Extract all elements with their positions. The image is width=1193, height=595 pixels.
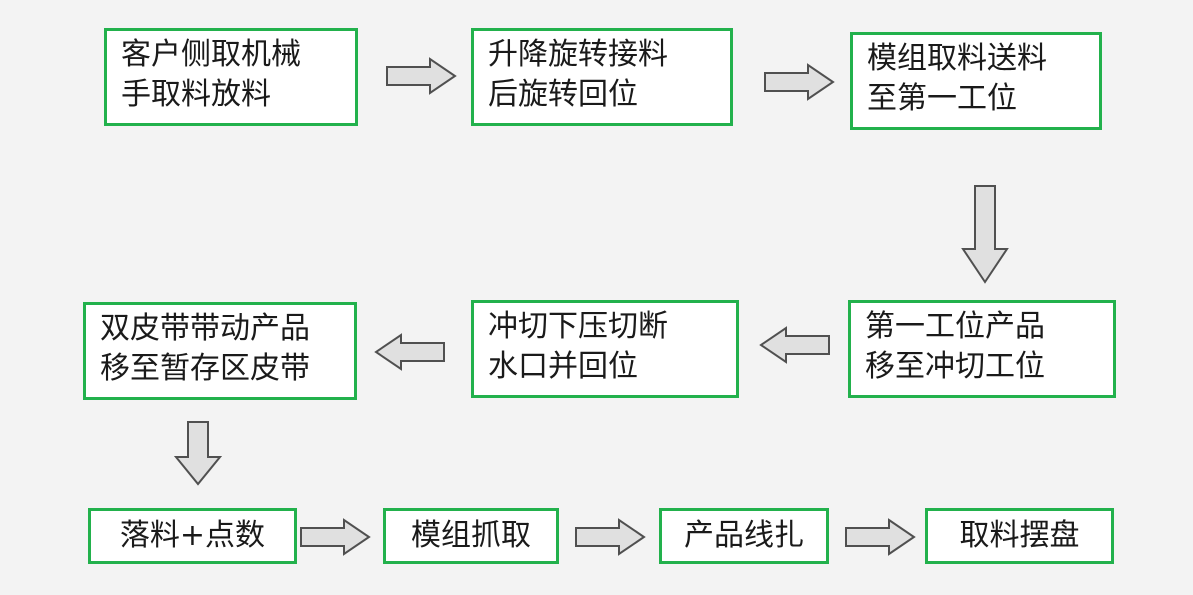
step-1-line-1: 客户侧取机械 bbox=[121, 37, 301, 72]
step-2-line-1: 升降旋转接料 bbox=[488, 37, 668, 72]
arrow-down-icon bbox=[173, 421, 223, 486]
step-3-box: 模组取料送料 至第一工位 bbox=[850, 32, 1102, 130]
step-6-box: 双皮带带动产品 移至暂存区皮带 bbox=[83, 302, 357, 400]
step-6-line-1: 双皮带带动产品 bbox=[100, 311, 310, 346]
step-4-line-2: 移至冲切工位 bbox=[865, 349, 1045, 384]
step-3-line-2: 至第一工位 bbox=[867, 81, 1017, 116]
arrow-right-icon bbox=[575, 518, 646, 556]
step-5-line-2: 水口并回位 bbox=[488, 349, 638, 384]
arrow-right-icon bbox=[764, 63, 835, 101]
arrow-right-icon bbox=[845, 518, 916, 556]
step-10-label: 取料摆盘 bbox=[959, 518, 1080, 553]
step-2-box: 升降旋转接料 后旋转回位 bbox=[471, 28, 733, 126]
step-9-box: 产品线扎 bbox=[659, 508, 829, 564]
arrow-right-icon bbox=[300, 518, 371, 556]
step-3-line-1: 模组取料送料 bbox=[867, 41, 1047, 76]
arrow-right-icon bbox=[386, 57, 457, 95]
step-7-label: 落料+点数 bbox=[119, 518, 266, 553]
step-6-line-2: 移至暂存区皮带 bbox=[100, 351, 310, 386]
step-4-line-1: 第一工位产品 bbox=[865, 309, 1045, 344]
step-4-box: 第一工位产品 移至冲切工位 bbox=[848, 300, 1116, 398]
step-10-box: 取料摆盘 bbox=[925, 508, 1114, 564]
step-1-box: 客户侧取机械 手取料放料 bbox=[104, 28, 358, 126]
step-5-box: 冲切下压切断 水口并回位 bbox=[471, 300, 739, 398]
step-5-line-1: 冲切下压切断 bbox=[488, 309, 668, 344]
step-8-box: 模组抓取 bbox=[383, 508, 559, 564]
step-9-label: 产品线扎 bbox=[684, 518, 804, 553]
arrow-left-icon bbox=[374, 333, 445, 371]
step-8-label: 模组抓取 bbox=[411, 518, 531, 553]
step-2-line-2: 后旋转回位 bbox=[488, 77, 638, 112]
arrow-down-icon bbox=[961, 185, 1009, 284]
step-1-line-2: 手取料放料 bbox=[121, 77, 271, 112]
arrow-left-icon bbox=[759, 326, 830, 364]
step-7-box: 落料+点数 bbox=[88, 508, 297, 564]
